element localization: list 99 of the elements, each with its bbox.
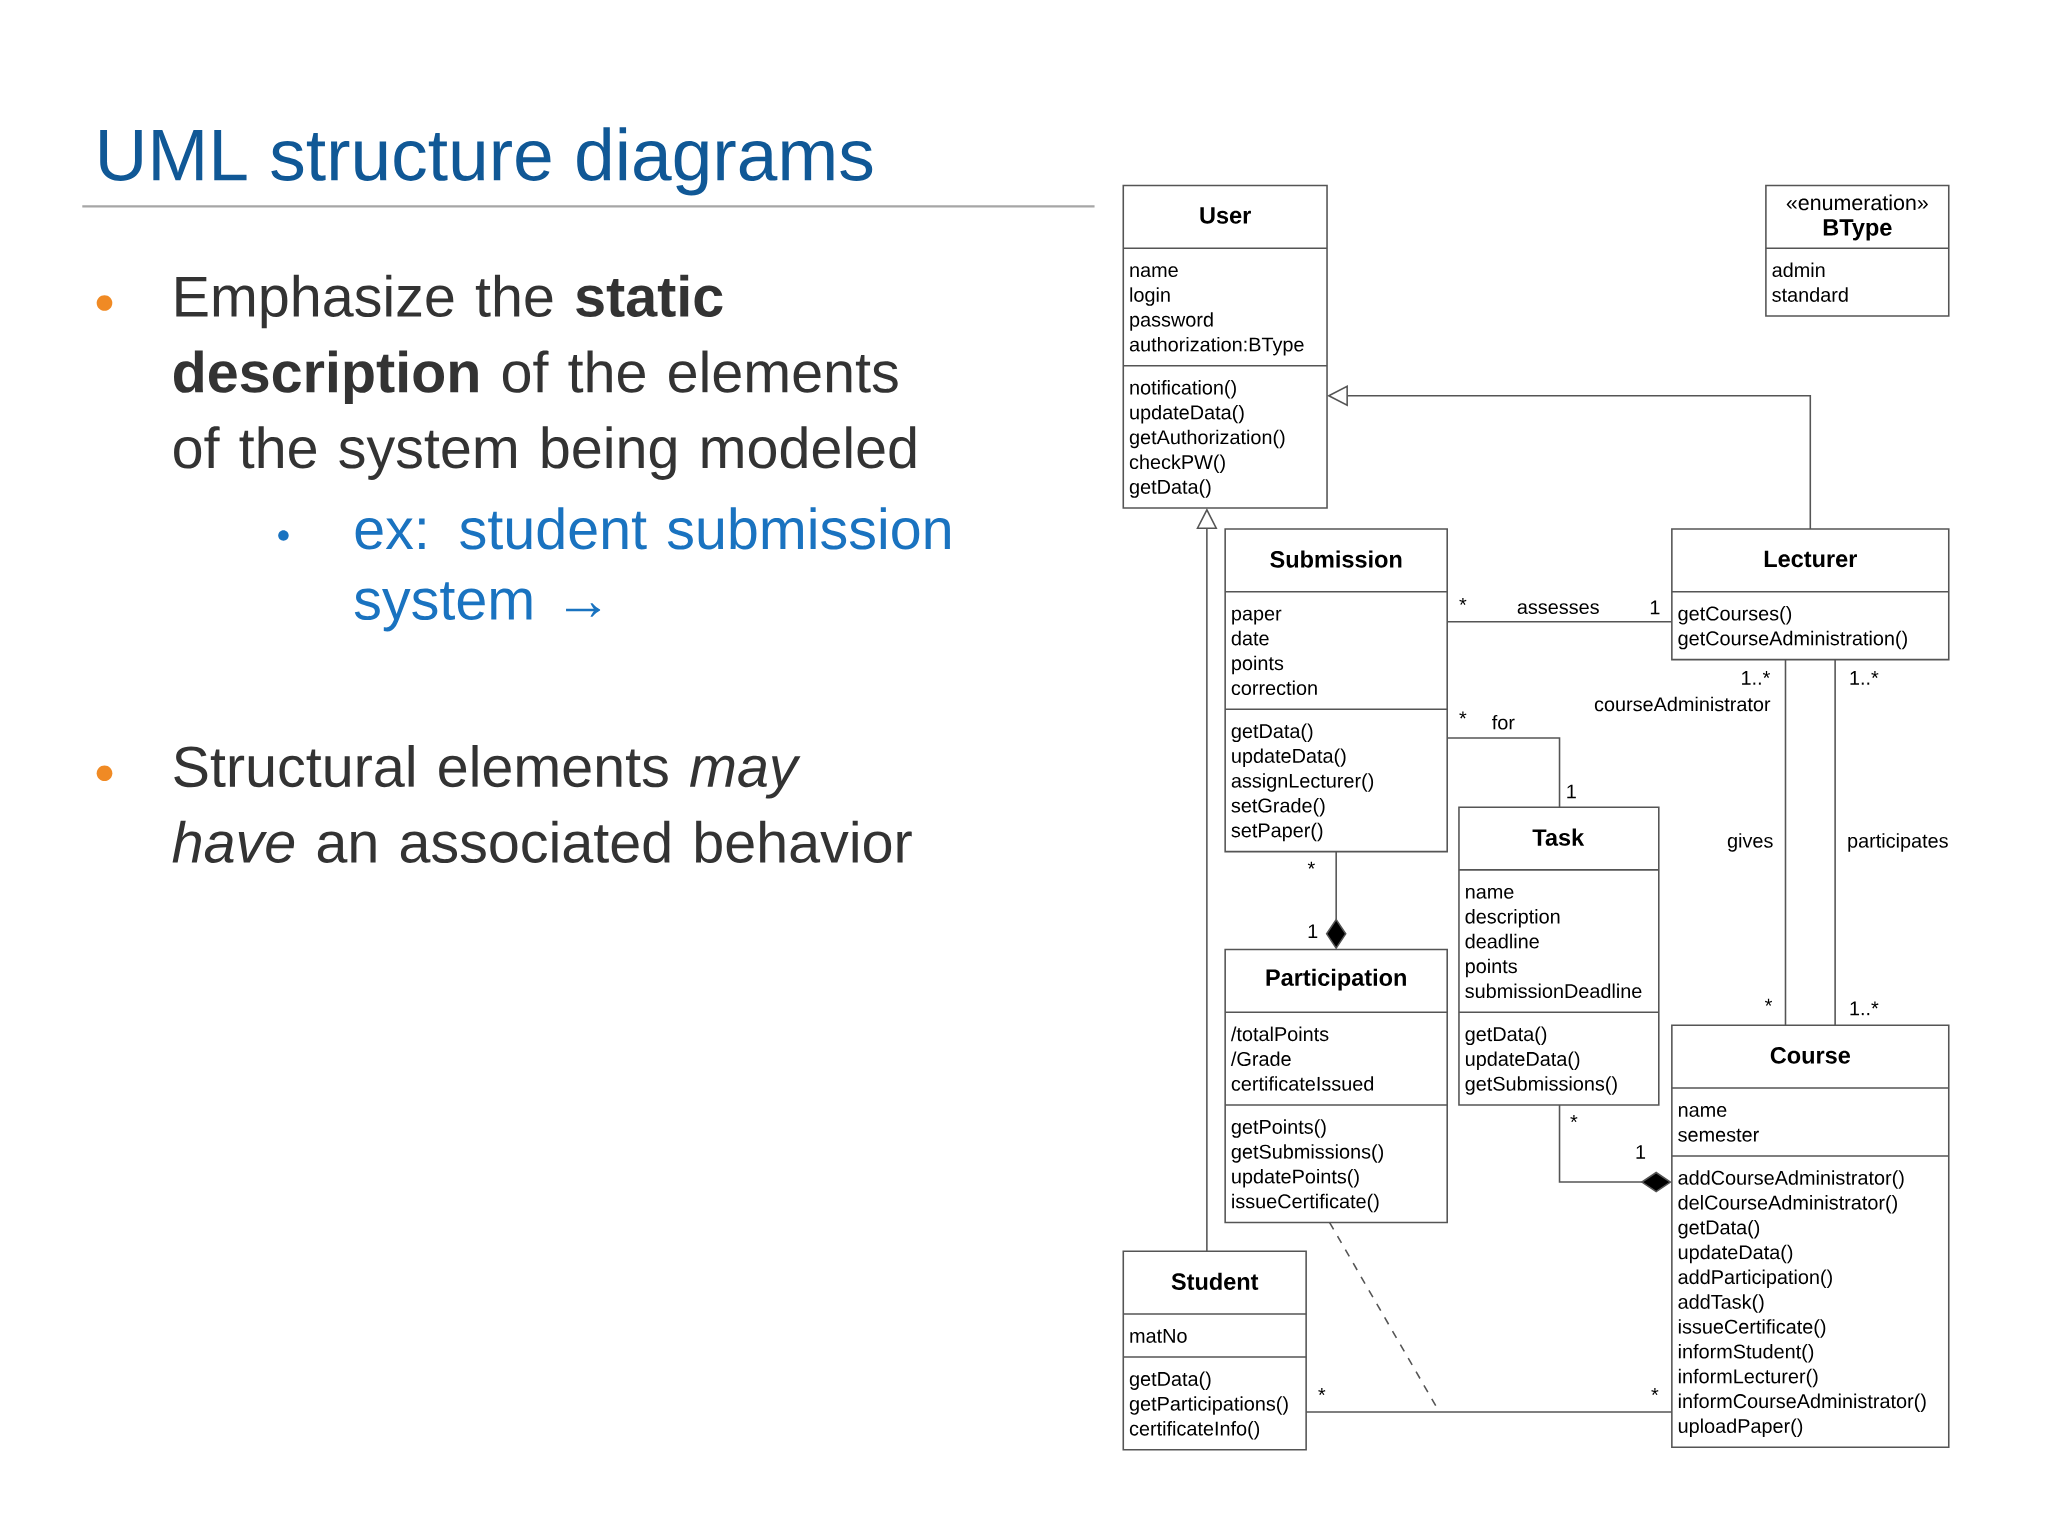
bullet-text: Structural elements may have an associated behavior (172, 745, 912, 863)
association-line (1446, 620, 1673, 623)
operation-text: addCourseAdministrator() (1678, 1170, 1904, 1189)
association-line (1446, 737, 1561, 808)
attribute-text: name (1130, 266, 1178, 278)
multiplicity-label: 1 (1636, 1145, 1646, 1159)
operation-text: checkPW() (1129, 454, 1225, 473)
attribute-text: password (1130, 312, 1213, 331)
multiplicity-label: * (1570, 1115, 1578, 1123)
multiplicity-label: 1..* (1850, 671, 1879, 685)
multiplicity-label: courseAdministrator (1594, 696, 1771, 712)
multiplicity-label: 1..* (1850, 1001, 1879, 1016)
operation-text: getData() (1231, 723, 1313, 743)
multiplicity-label: * (1764, 998, 1773, 1006)
operation-text: uploadPaper() (1678, 1418, 1803, 1437)
class-box (1122, 1250, 1307, 1451)
attribute-text: matNo (1130, 1329, 1187, 1343)
class-box (1765, 184, 1950, 317)
operation-text: certificateInfo() (1129, 1421, 1260, 1440)
class-name: BType (1823, 219, 1892, 241)
operation-text: issueCertificate() (1232, 1193, 1379, 1213)
multiplicity-label: * (1459, 597, 1467, 605)
multiplicity-label: 1..* (1742, 671, 1771, 685)
slide-title: UML structure diagrams (100, 127, 873, 196)
attribute-text: paper (1232, 609, 1282, 625)
class-box (1671, 528, 1950, 661)
operation-text: notification() (1130, 380, 1236, 399)
operation-text: informStudent() (1678, 1344, 1814, 1363)
attribute-text: correction (1231, 680, 1317, 696)
attribute-text: date (1231, 630, 1269, 646)
class-name: Student (1171, 1272, 1259, 1290)
class-box (1458, 806, 1660, 1106)
association-line (1305, 1411, 1673, 1413)
association-line (1834, 658, 1836, 1027)
class-name: Task (1532, 828, 1585, 846)
operation-text: updateData() (1232, 748, 1346, 767)
operation-text: getCourses() (1678, 606, 1792, 625)
operation-text: getData() (1465, 1026, 1547, 1046)
attribute-text: authorization:BType (1129, 336, 1304, 356)
attribute-text: deadline (1465, 933, 1539, 949)
class-name: Lecturer (1764, 550, 1857, 568)
multiplicity-label: 1 (1567, 784, 1576, 799)
operation-text: informLecturer() (1678, 1368, 1818, 1388)
association-line (1784, 658, 1787, 1027)
operation-text: getPoints() (1231, 1119, 1326, 1138)
class-box (1122, 184, 1328, 509)
edge-label: participates (1844, 830, 1952, 855)
class-box (1224, 528, 1448, 853)
operation-text: delCourseAdministrator() (1678, 1195, 1897, 1214)
multiplicity-label: * (1318, 1388, 1326, 1396)
operation-text: getSubmissions() (1231, 1144, 1383, 1163)
operation-text: addParticipation() (1678, 1269, 1832, 1289)
operation-text: getAuthorization() (1129, 429, 1285, 449)
multiplicity-label: * (1459, 711, 1467, 719)
class-box (1671, 1024, 1950, 1448)
attribute-text: submissionDeadline (1465, 983, 1642, 999)
class-name: Course (1770, 1047, 1850, 1064)
literal-text: admin (1772, 262, 1825, 278)
operation-text: getData() (1129, 1371, 1211, 1390)
operation-text: getCourseAdministration() (1678, 630, 1907, 650)
operation-text: updateData() (1678, 1244, 1793, 1264)
operation-text: getSubmissions() (1465, 1076, 1617, 1095)
operation-text: setGrade() (1231, 798, 1325, 817)
attribute-text: /Grade (1230, 1051, 1291, 1066)
attribute-text: name (1678, 1106, 1727, 1117)
bullet-text: Emphasize the static description of the elements of the system being modeled (174, 274, 916, 480)
multiplicity-label: 1 (1650, 600, 1660, 615)
stereotype-label: «enumeration» (1786, 194, 1928, 211)
operation-text: setPaper() (1231, 822, 1323, 842)
class-name: Submission (1270, 550, 1402, 568)
operation-text: issueCertificate() (1678, 1319, 1826, 1338)
operation-text: getData() (1678, 1219, 1760, 1239)
attribute-text: semester (1678, 1128, 1759, 1142)
attribute-text: certificateIssued (1231, 1076, 1374, 1091)
attribute-text: description (1465, 909, 1560, 928)
multiplicity-label: 1 (1308, 924, 1318, 939)
class-box (1224, 948, 1448, 1224)
operation-text: informCourseAdministrator() (1678, 1393, 1926, 1413)
operation-text: addTask() (1678, 1294, 1764, 1313)
operation-text: getData() (1129, 479, 1211, 498)
literal-text: standard (1772, 287, 1848, 302)
edge-label: gives (1724, 830, 1776, 855)
attribute-text: points (1465, 958, 1517, 978)
attribute-text: login (1130, 287, 1170, 306)
operation-text: updateData() (1130, 404, 1244, 424)
class-name: Participation (1266, 968, 1406, 991)
attribute-text: points (1232, 655, 1284, 675)
attribute-text: name (1466, 887, 1514, 899)
composition-line (1558, 1104, 1672, 1193)
edge-label: for (1489, 712, 1518, 733)
class-name: User (1200, 207, 1251, 224)
bullet-text: ex: student submission system → (354, 507, 950, 632)
edge-label: assesses (1514, 600, 1603, 617)
attribute-text: /totalPoints (1230, 1026, 1329, 1042)
operation-text: updateData() (1465, 1051, 1580, 1070)
operation-text: updatePoints() (1232, 1168, 1359, 1188)
multiplicity-label: * (1651, 1388, 1659, 1396)
operation-text: getParticipations() (1129, 1396, 1288, 1415)
operation-text: assignLecturer() (1231, 773, 1374, 792)
